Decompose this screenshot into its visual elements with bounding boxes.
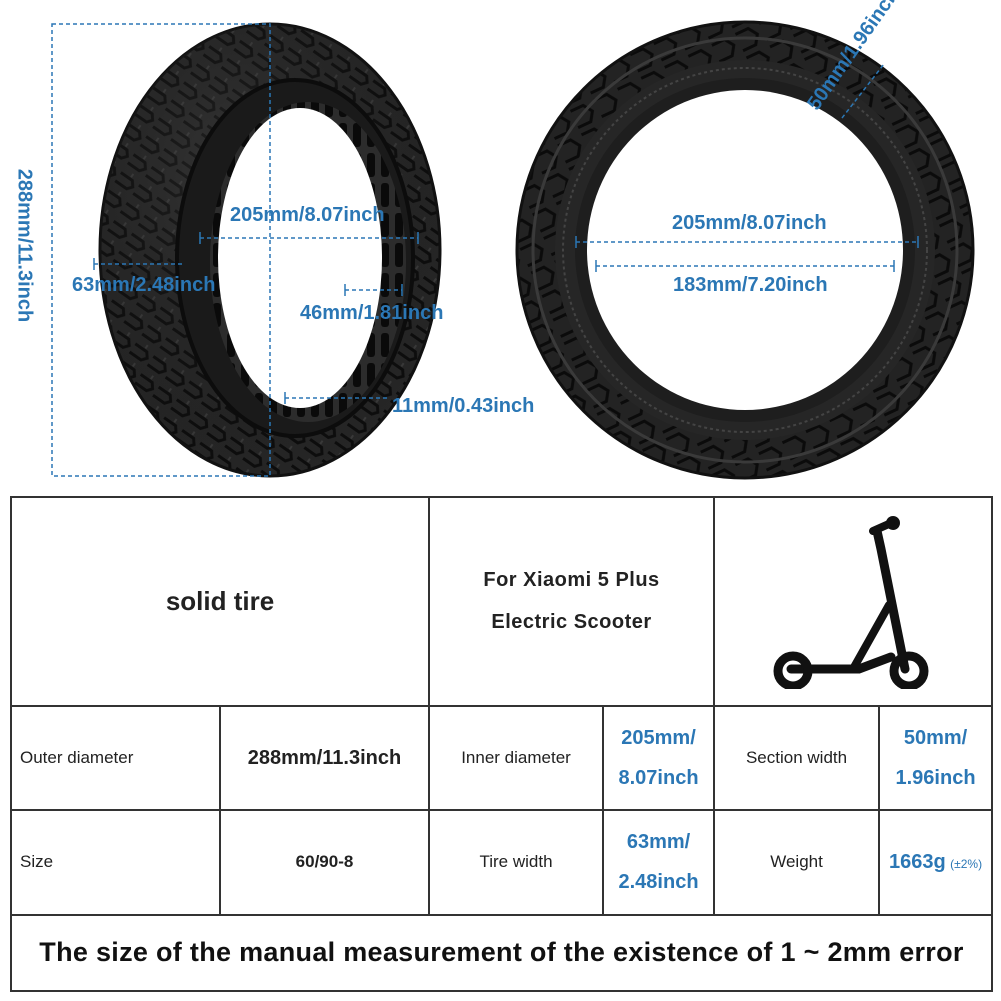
size-value: 60/90-8: [218, 809, 431, 916]
right-tire-image: [515, 20, 975, 480]
left-hole-width-label: 46mm/1.81inch: [300, 302, 444, 324]
product-type-cell: solid tire: [9, 496, 431, 707]
size-label: Size: [10, 809, 221, 916]
spec-note-row: The size of the manual measurement of th…: [9, 913, 994, 993]
section-width-label: Section width: [713, 704, 881, 812]
electric-scooter-icon: [773, 515, 929, 691]
left-rim-width-label: 11mm/0.43inch: [392, 395, 535, 417]
spec-row-2: Size 60/90-8 Tire width 63mm/ 2.48inch W…: [10, 809, 994, 916]
right-bead-diameter-label: 183mm/7.20inch: [673, 274, 828, 296]
scooter-cell: [713, 496, 994, 707]
outer-diameter-value: 288mm/11.3inch: [218, 704, 431, 812]
right-inner-diameter-label: 205mm/8.07inch: [672, 212, 827, 234]
tires-illustration: [51, 20, 975, 480]
left-tire-width-label: 63mm/2.48inch: [72, 274, 216, 296]
spec-header-row: solid tire For Xiaomi 5 Plus Electric Sc…: [9, 496, 994, 707]
weight-main: 1663g: [888, 851, 946, 874]
spec-row-1: Outer diameter 288mm/11.3inch Inner diam…: [10, 704, 994, 812]
measurement-note-cell: The size of the manual measurement of th…: [9, 913, 994, 993]
tire-width-value: 63mm/ 2.48inch: [602, 809, 716, 916]
weight-value: 1663g (±2%): [878, 809, 994, 916]
left-inner-diameter-label: 205mm/8.07inch: [230, 204, 385, 226]
model-line-1: For Xiaomi 5 Plus: [483, 569, 660, 592]
weight-label: Weight: [713, 809, 881, 916]
model-line-2: Electric Scooter: [491, 611, 652, 634]
dimension-guides: [51, 23, 919, 477]
product-type: solid tire: [165, 585, 275, 616]
spec-table: solid tire For Xiaomi 5 Plus Electric Sc…: [9, 496, 994, 993]
weight-tolerance: (±2%): [950, 857, 983, 872]
section-width-value: 50mm/ 1.96inch: [878, 704, 994, 812]
outer-height-label: 288mm/11.3inch: [13, 168, 36, 323]
outer-diameter-label: Outer diameter: [10, 704, 221, 812]
inner-diameter-value: 205mm/ 8.07inch: [602, 704, 716, 812]
tire-width-label: Tire width: [428, 809, 605, 916]
compatibility-cell: For Xiaomi 5 Plus Electric Scooter: [428, 496, 716, 707]
measurement-note: The size of the manual measurement of th…: [39, 937, 964, 968]
inner-diameter-label: Inner diameter: [428, 704, 605, 812]
